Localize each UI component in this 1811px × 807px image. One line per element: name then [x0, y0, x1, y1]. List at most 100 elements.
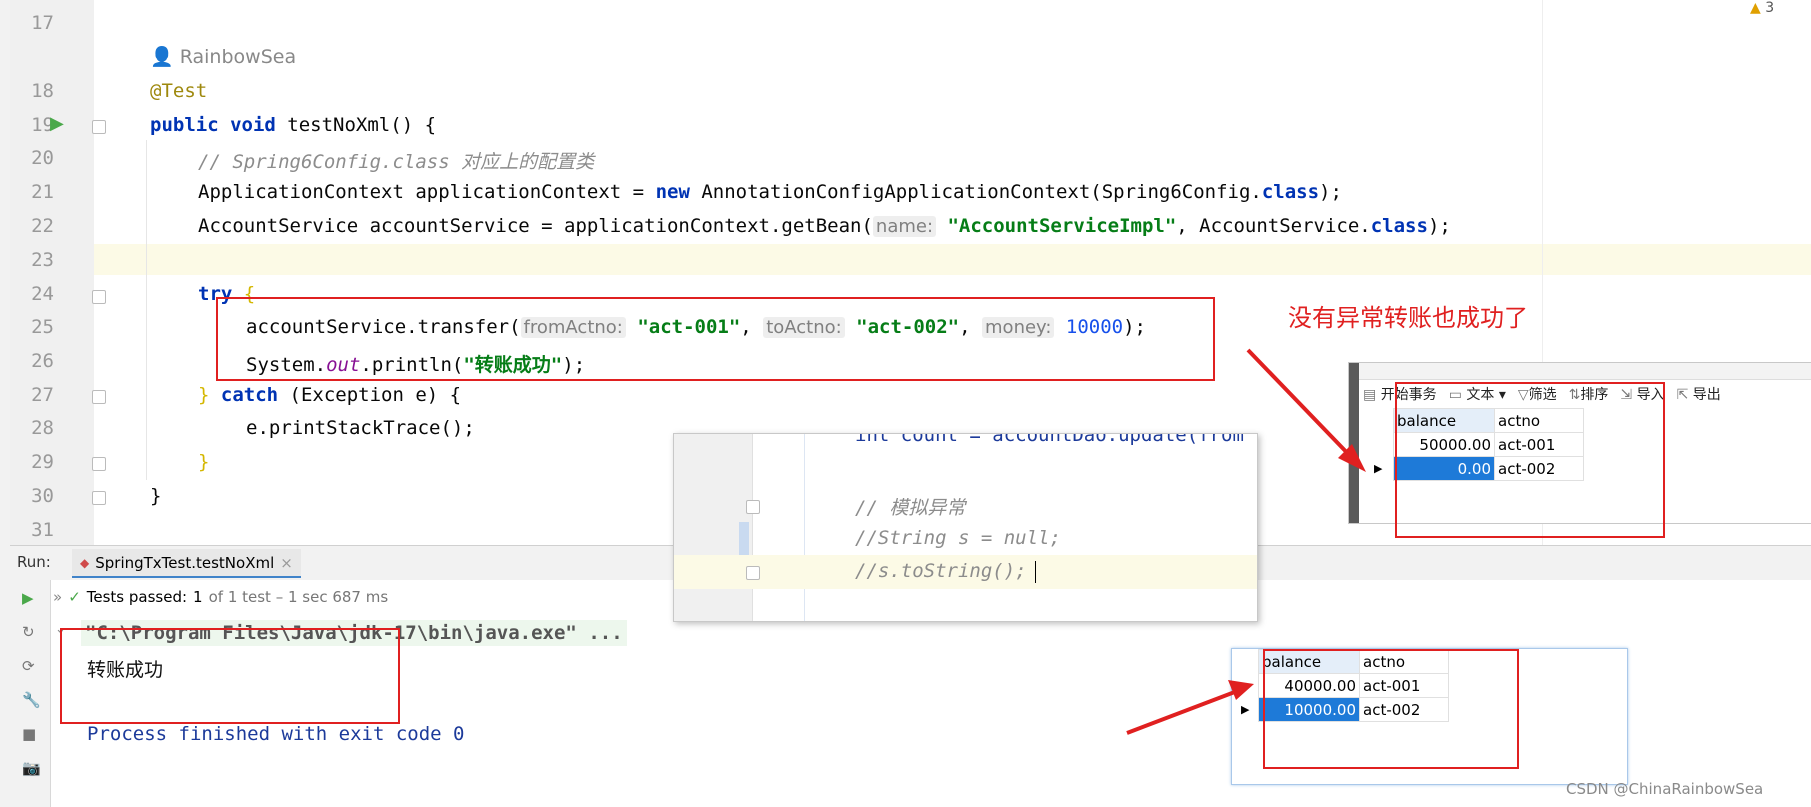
- run-label: Run:: [17, 553, 51, 571]
- fold-marker-icon[interactable]: [92, 390, 106, 404]
- sort-icon: ⇅: [1568, 387, 1581, 403]
- line-number: 21: [31, 181, 54, 203]
- expand-icon[interactable]: »: [53, 588, 63, 606]
- check-icon: ✓: [68, 588, 81, 606]
- code-snippet-popup: int count = accountDao.update(from // 模拟…: [673, 433, 1258, 622]
- highlight-box-db-bottom: [1263, 649, 1519, 769]
- right-margin-guide: [1542, 0, 1543, 545]
- line-number: 18: [31, 80, 54, 102]
- run-test-gutter-icon[interactable]: ▶: [50, 113, 64, 134]
- highlight-box-console-output: [60, 628, 400, 724]
- highlight-box-db-top: [1395, 382, 1665, 538]
- stop-icon[interactable]: ■: [22, 725, 37, 743]
- db-toolbar: ▤ 开始事务 ▭ 文本 ▾ ▽筛选 ⇅排序 ⇲ 导入 ⇱ 导出: [1363, 381, 1721, 407]
- console-output: 转账成功: [87, 659, 164, 681]
- text-cursor: [1035, 561, 1036, 583]
- current-line-highlight: [674, 555, 1257, 589]
- popup-comment: //String s = null;: [855, 527, 1061, 549]
- run-tab-label: SpringTxTest.testNoXml: [95, 553, 275, 572]
- line-number: 27: [31, 384, 54, 406]
- camera-icon[interactable]: 📷: [22, 759, 41, 777]
- cell-actno[interactable]: act-002: [1494, 456, 1584, 481]
- import-button[interactable]: ⇲ 导入: [1620, 387, 1665, 403]
- table-row: ▶ 0.00 act-002: [1371, 456, 1584, 481]
- line-number: 31: [31, 519, 54, 541]
- begin-transaction-button[interactable]: ▤ 开始事务: [1363, 387, 1437, 403]
- line-number: 17: [31, 12, 54, 34]
- db-table-bottom[interactable]: balance actno 40000.00 act-001 ▶ 10000.0…: [1238, 649, 1449, 722]
- line-number: 28: [31, 417, 54, 439]
- code-line-30: }: [150, 485, 162, 507]
- column-header-balance[interactable]: balance: [1393, 408, 1495, 433]
- db-table-top[interactable]: balance actno 50000.00 act-001 ▶ 0.00 ac…: [1371, 408, 1584, 481]
- test-status-bar: » ✓ Tests passed: 1 of 1 test – 1 sec 68…: [51, 580, 1811, 614]
- table-row: ▶ 10000.00 act-002: [1238, 697, 1449, 722]
- row-pointer-icon: ▶: [1374, 462, 1383, 475]
- wrench-icon[interactable]: 🔧: [22, 691, 41, 709]
- fold-marker-icon: [746, 500, 760, 514]
- text-button[interactable]: ▭ 文本 ▾: [1448, 387, 1506, 403]
- warnings-indicator[interactable]: ▲ 3: [1750, 0, 1775, 16]
- param-hint: name:: [872, 216, 937, 237]
- param-hint: toActno:: [763, 317, 845, 338]
- console-finish-line: Process finished with exit code 0: [87, 723, 465, 745]
- line-number: 30: [31, 485, 54, 507]
- code-line-26: System.out.println("转账成功");: [246, 354, 586, 376]
- tests-count: 1: [193, 588, 203, 606]
- indent-guide: [146, 140, 147, 480]
- line-number: 19: [31, 114, 54, 136]
- tests-detail: of 1 test – 1 sec 687 ms: [208, 588, 389, 606]
- line-number: 25: [31, 316, 54, 338]
- filter-icon: ▽: [1517, 387, 1529, 403]
- cell-balance[interactable]: 50000.00: [1393, 432, 1495, 457]
- run-toolbar: ▶ ↻ ⟳ 🔧 ■ 📷: [10, 580, 51, 807]
- author-name: RainbowSea: [179, 46, 297, 68]
- row-pointer-icon: ▶: [1241, 703, 1250, 716]
- highlight-box-transfer-call: [216, 297, 1215, 381]
- filter-button[interactable]: ▽筛选: [1517, 387, 1557, 403]
- cell-balance-selected[interactable]: 0.00: [1393, 456, 1495, 481]
- line-number: 20: [31, 147, 54, 169]
- fold-marker-icon[interactable]: [92, 457, 106, 471]
- export-button[interactable]: ⇱ 导出: [1676, 387, 1721, 403]
- fold-marker-icon[interactable]: [92, 290, 106, 304]
- import-icon: ⇲: [1620, 387, 1633, 403]
- run-tab[interactable]: ◆ SpringTxTest.testNoXml ×: [72, 549, 301, 578]
- fold-marker-icon[interactable]: [92, 120, 106, 134]
- rerun-icon[interactable]: ▶: [22, 589, 34, 607]
- param-hint: fromActno:: [520, 317, 626, 338]
- popup-code-line: int count = accountDao.update(from: [855, 433, 1244, 446]
- code-line-29: }: [198, 451, 210, 473]
- export-icon: ⇱: [1676, 387, 1689, 403]
- line-number: 29: [31, 451, 54, 473]
- text-icon: ▭: [1448, 387, 1462, 403]
- code-line-25: accountService.transfer(fromActno: "act-…: [246, 316, 1146, 338]
- popup-comment: // 模拟异常: [855, 497, 966, 519]
- column-header-actno[interactable]: actno: [1359, 649, 1449, 674]
- author-hint: 👤 RainbowSea: [150, 45, 296, 68]
- code-line-21: ApplicationContext applicationContext = …: [198, 181, 1342, 203]
- test-config-icon: ◆: [80, 555, 90, 570]
- tests-passed-label: Tests passed:: [86, 588, 188, 606]
- code-line-18: @Test: [150, 80, 208, 102]
- cell-actno[interactable]: act-002: [1359, 697, 1449, 722]
- line-number: 22: [31, 215, 54, 237]
- current-line-highlight: [94, 244, 1811, 275]
- column-header-actno[interactable]: actno: [1494, 408, 1584, 433]
- fold-marker-icon[interactable]: [92, 491, 106, 505]
- warning-icon: ▲: [1750, 0, 1761, 16]
- rerun-failed-icon[interactable]: ↻: [22, 623, 35, 641]
- line-gutter: 17 18 19 20 21 22 23 24 25 26 27 28 29 3…: [10, 0, 106, 545]
- param-hint: money:: [982, 317, 1055, 338]
- popup-comment: //s.toString();: [855, 560, 1027, 582]
- sort-button[interactable]: ⇅排序: [1568, 387, 1609, 403]
- code-line-19: public void testNoXml() {: [150, 114, 437, 136]
- transaction-icon: ▤: [1363, 387, 1377, 403]
- cell-balance-selected[interactable]: 10000.00: [1258, 697, 1360, 722]
- column-header-balance[interactable]: balance: [1258, 649, 1360, 674]
- toggle-auto-test-icon[interactable]: ⟳: [22, 657, 35, 675]
- code-line-20: // Spring6Config.class 对应上的配置类: [198, 151, 595, 173]
- db-result-window-bottom: balance actno 40000.00 act-001 ▶ 10000.0…: [1231, 648, 1628, 785]
- db-result-window-top: ▤ 开始事务 ▭ 文本 ▾ ▽筛选 ⇅排序 ⇲ 导入 ⇱ 导出 balance …: [1348, 362, 1811, 524]
- close-icon[interactable]: ×: [280, 553, 293, 572]
